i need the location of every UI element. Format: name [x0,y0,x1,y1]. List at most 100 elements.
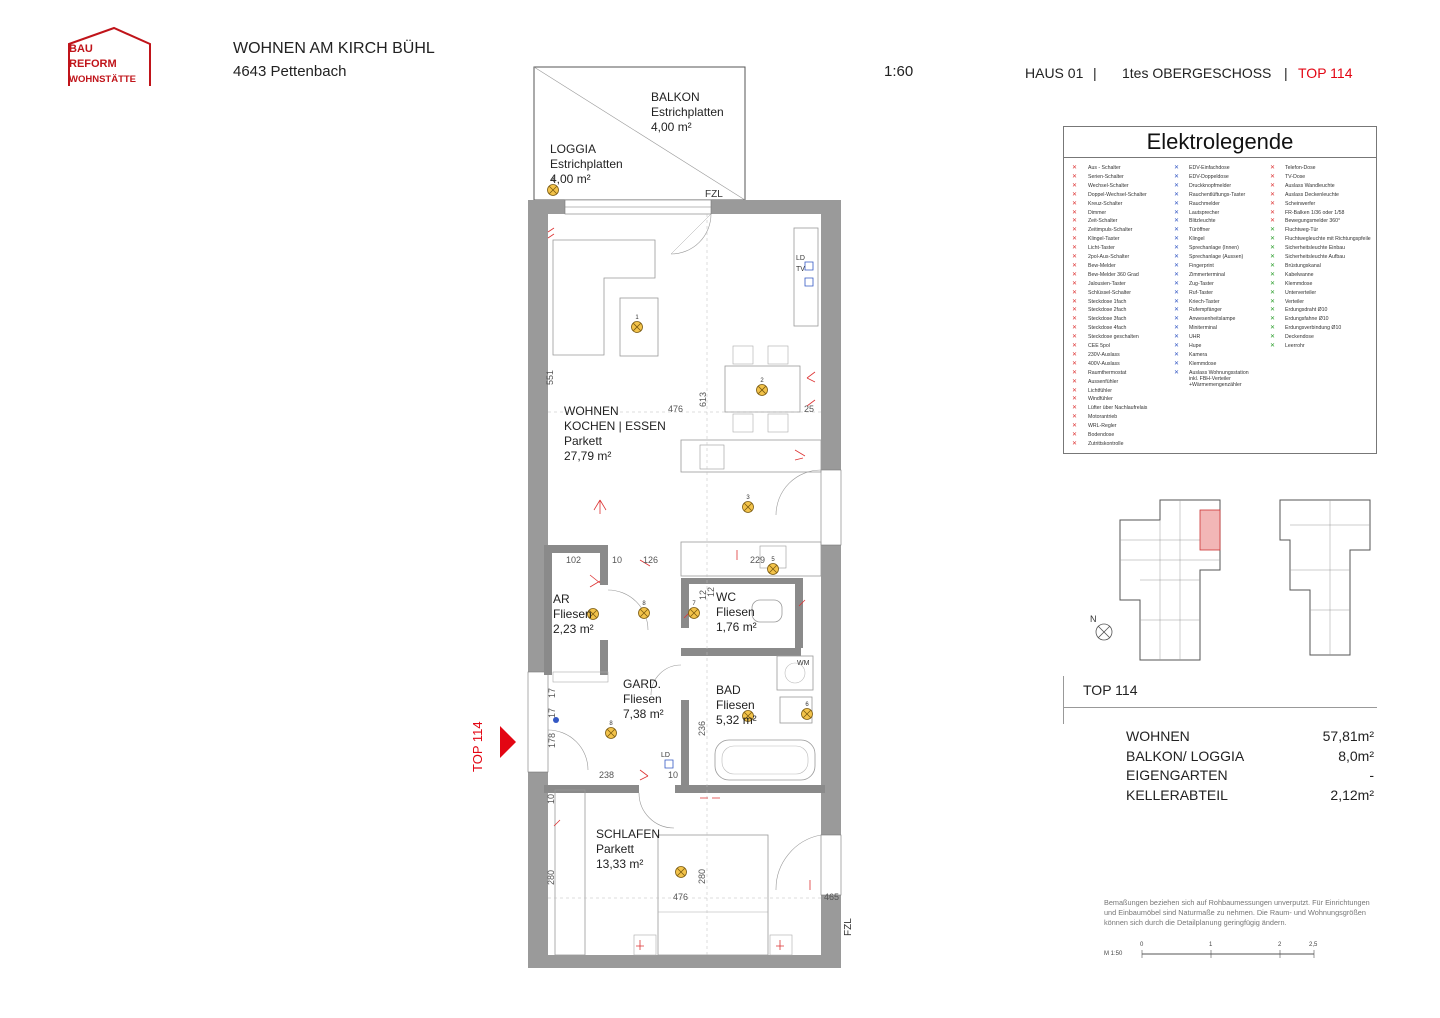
legend-symbol-icon: ✕ [1174,209,1180,216]
lamp-number: 4 [551,178,555,184]
svg-text:WOHNSTÄTTE: WOHNSTÄTTE [69,74,136,85]
legend-symbol-icon: ✕ [1174,307,1180,314]
legend-symbol-icon: ✕ [1072,307,1078,314]
legend-item: Deckendose [1285,334,1314,341]
legend-item: Ruf-Taster [1189,289,1213,296]
dimension: 10 [668,770,679,780]
room-name: SCHLAFEN [596,827,661,841]
legend-symbol-icon: ✕ [1072,405,1078,412]
legend-symbol-icon: ✕ [1072,227,1078,234]
scale-bar-label: M 1:50 [1104,951,1123,957]
lamp-number: 3 [746,495,750,501]
legend-symbol-icon: ✕ [1174,280,1180,287]
legend-item: Kriech-Taster [1189,298,1220,305]
legend-symbol-icon: ✕ [1270,191,1276,198]
summary-row: BALKON/ LOGGIA 8,0m² [1126,748,1374,764]
summary-label: WOHNEN [1126,728,1190,744]
dimension: 178 [547,732,557,748]
dimension: 551 [545,369,555,385]
legend-item: Zug-Taster [1189,280,1214,287]
legend-symbol-icon: ✕ [1072,200,1078,207]
room-floor: Parkett [596,842,635,856]
legend-item: Sprechanlage (Aussen) [1189,254,1244,260]
wm-label: WM [797,660,810,667]
legend-item: Aus - Schalter [1088,165,1121,171]
legend-symbol-icon: ✕ [1174,227,1180,234]
room-floor: Estrichplatten [651,105,724,119]
legend-item: Anwesenheitslampe [1189,316,1236,323]
legend-item: Kreuz-Schalter [1088,200,1123,207]
ceiling-light-icon [742,710,754,722]
room-ar: AR Fliesen 2,23 m² [553,592,594,637]
scale-tick: 1 [1209,942,1213,948]
scale-tick: 2,5 [1309,942,1318,948]
legend-symbol-icon: ✕ [1174,245,1180,252]
legend-item: Doppel-Wechsel-Schalter [1088,191,1147,198]
legend-symbol-icon: ✕ [1270,343,1276,349]
legend-divider [1064,157,1376,158]
legend-symbol-icon: ✕ [1270,271,1276,278]
room-name: WOHNEN [564,404,619,418]
legend-item: Sprechanlage (Innen) [1189,245,1239,252]
legend-symbol-icon: ✕ [1270,227,1276,234]
summary-value: 8,0m² [1338,748,1374,764]
summary-divider [1063,707,1377,708]
unit-summary-title: TOP 114 [1083,682,1138,698]
legend-item: Zeitimpuls-Schalter [1088,227,1133,234]
legend-symbol-icon: ✕ [1270,245,1276,252]
room-floor: Fliesen [623,692,662,706]
header-separator: | [1284,65,1288,81]
legend-item: Steckdose geschalten [1088,334,1139,341]
legend-item: Bew-Melder 360 Grad [1088,271,1139,278]
lamp-number: 8 [609,721,613,727]
legend-item: Steckdose 3fach [1088,316,1127,323]
legend-symbol-icon: ✕ [1072,351,1078,358]
legend-symbol-icon: ✕ [1270,209,1276,216]
summary-row: KELLERABTEIL 2,12m² [1126,787,1374,803]
svg-text:BAU: BAU [69,43,93,55]
legend-item: Zimmerterminal [1189,271,1226,278]
legend-item: Lautsprecher [1189,209,1220,216]
legend-item: TV-Dose [1285,173,1306,180]
legend-symbol-icon: ✕ [1072,245,1078,252]
ceiling-light-icon: 1 [631,315,643,333]
legend-item: Rufempfänger [1189,307,1222,314]
legend-item: Aussenfühler [1088,378,1119,385]
legend-item: Kabelwanne [1285,271,1314,278]
legend-symbol-icon: ✕ [1072,254,1078,260]
legend-item: Rauchentlüftungs-Taster [1189,191,1246,198]
legend-symbol-icon: ✕ [1174,173,1180,180]
legend-symbol-icon: ✕ [1072,343,1078,349]
room-name: GARD. [623,677,662,691]
legend-item: Schlüssel-Schalter [1088,289,1131,296]
legend-symbol-icon: ✕ [1174,360,1180,367]
legend-item: Klemmdose [1285,280,1313,287]
dimension: 12 [706,586,716,597]
legend-symbol-icon: ✕ [1174,271,1180,278]
summary-label: BALKON/ LOGGIA [1126,748,1245,764]
legend-item: Bewegungsmelder 360° [1285,218,1341,225]
legend-item: Motorantrieb [1088,414,1118,421]
legend-symbol-icon: ✕ [1270,173,1276,180]
legend-item: Verteiler [1285,298,1305,305]
legend-symbol-icon: ✕ [1270,262,1276,269]
lamp-number: 2 [760,378,764,384]
dimension: 476 [673,892,689,902]
legend-symbol-icon: ✕ [1270,182,1276,189]
legend-item: FR-Balken 1/36 oder 1/58 [1285,209,1345,216]
legend-symbol-icon: ✕ [1072,414,1078,421]
legend-symbol-icon: ✕ [1270,280,1276,287]
room-name: LOGGIA [550,142,597,156]
ceiling-light-icon: 8 [605,721,617,739]
svg-text:REFORM: REFORM [69,58,117,70]
scale-tick: 2 [1278,942,1282,948]
legend-item: Wechsel-Schalter [1088,182,1129,189]
room-floor: Fliesen [553,607,592,621]
scale-bar [1141,950,1315,958]
room-floor: Parkett [564,434,603,448]
legend-item: 230V-Auslass [1088,351,1120,358]
legend-item: Steckdose 4fach [1088,325,1127,332]
ceiling-light-icon: 4 [547,178,559,196]
legend-symbol-icon: ✕ [1270,316,1276,323]
